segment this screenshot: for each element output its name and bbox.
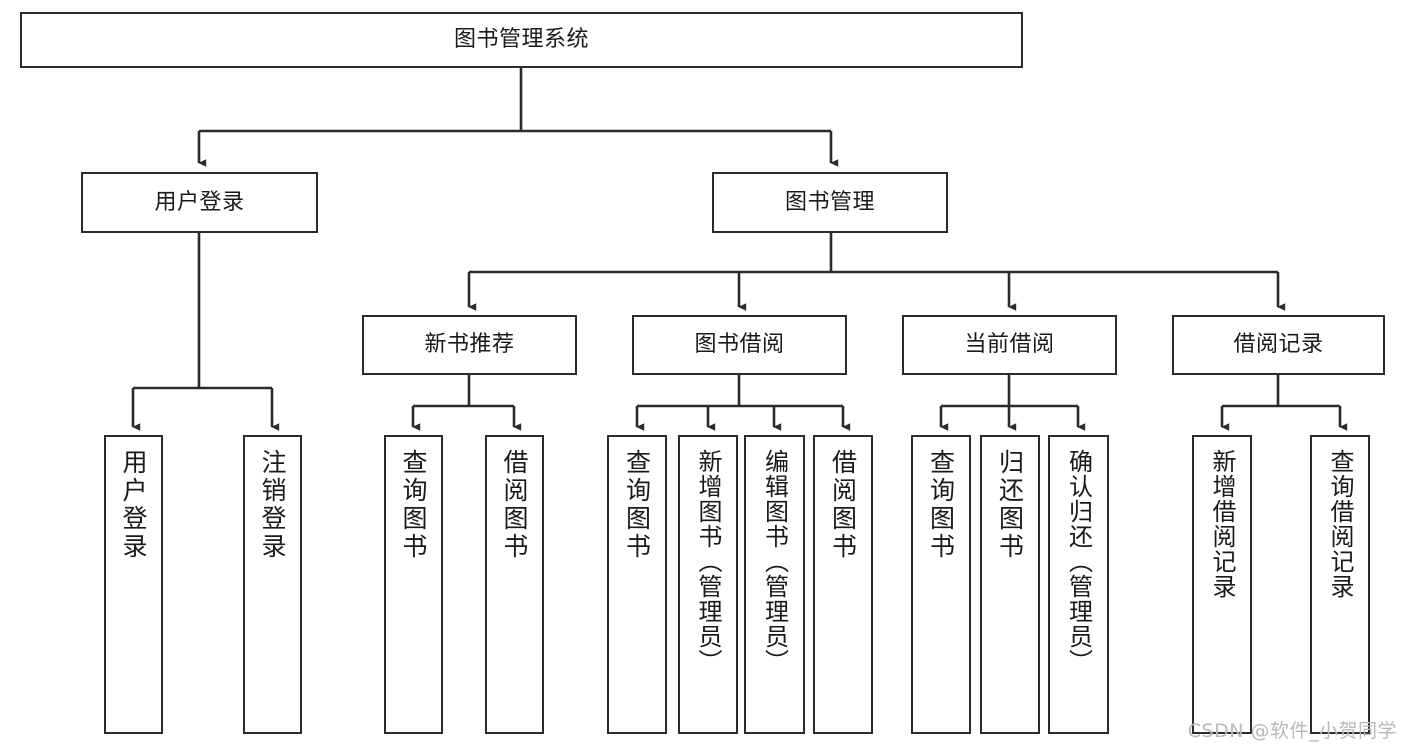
leaf-return-book[interactable]: 归还图书 [980, 435, 1040, 734]
node-current-borrow-label: 当前借阅 [964, 332, 1055, 358]
leaf-add-record[interactable]: 新增借阅记录 [1192, 435, 1252, 734]
leaf-return-book-label: 归还图书 [995, 449, 1025, 561]
node-user-login-label: 用户登录 [154, 189, 245, 215]
node-borrow-record[interactable]: 借阅记录 [1172, 315, 1385, 375]
node-new-book-rec-label: 新书推荐 [424, 332, 515, 358]
leaf-confirm-return-label: 确认归还（管理员） [1064, 449, 1093, 674]
csdn-watermark: CSDN @软件_小贺同学 [1187, 720, 1397, 742]
leaf-query-book-2-label: 查询图书 [622, 449, 652, 561]
leaf-add-book[interactable]: 新增图书（管理员） [678, 435, 738, 734]
leaf-query-book-2[interactable]: 查询图书 [607, 435, 667, 734]
leaf-user-login[interactable]: 用户登录 [104, 435, 163, 734]
leaf-borrow-book-2[interactable]: 借阅图书 [813, 435, 873, 734]
leaf-confirm-return[interactable]: 确认归还（管理员） [1048, 435, 1109, 734]
leaf-borrow-book-1-label: 借阅图书 [500, 449, 529, 561]
leaf-query-book-1[interactable]: 查询图书 [384, 435, 443, 734]
leaf-logout-label: 注销登录 [258, 449, 287, 561]
node-book-manage[interactable]: 图书管理 [712, 172, 948, 233]
leaf-query-record[interactable]: 查询借阅记录 [1310, 435, 1370, 734]
leaf-borrow-book-1[interactable]: 借阅图书 [485, 435, 544, 734]
node-book-manage-label: 图书管理 [784, 189, 875, 215]
leaf-logout[interactable]: 注销登录 [243, 435, 302, 734]
leaf-query-book-3-label: 查询图书 [926, 449, 956, 561]
node-current-borrow[interactable]: 当前借阅 [902, 315, 1117, 375]
leaf-borrow-book-2-label: 借阅图书 [828, 449, 858, 561]
node-user-login[interactable]: 用户登录 [81, 172, 318, 233]
leaf-edit-book-label: 编辑图书（管理员） [760, 449, 789, 674]
node-root-label: 图书管理系统 [453, 27, 589, 53]
leaf-query-book-3[interactable]: 查询图书 [911, 435, 971, 734]
leaf-add-book-label: 新增图书（管理员） [694, 449, 722, 674]
leaf-user-login-label: 用户登录 [119, 449, 148, 561]
leaf-edit-book[interactable]: 编辑图书（管理员） [744, 435, 805, 734]
leaf-add-record-label: 新增借阅记录 [1208, 449, 1236, 599]
leaf-query-record-label: 查询借阅记录 [1326, 449, 1354, 599]
node-book-borrow-label: 图书借阅 [694, 332, 785, 358]
node-new-book-rec[interactable]: 新书推荐 [362, 315, 577, 375]
leaf-query-book-1-label: 查询图书 [399, 449, 428, 561]
node-borrow-record-label: 借阅记录 [1233, 332, 1324, 358]
node-book-borrow[interactable]: 图书借阅 [632, 315, 847, 375]
node-root[interactable]: 图书管理系统 [20, 12, 1023, 68]
